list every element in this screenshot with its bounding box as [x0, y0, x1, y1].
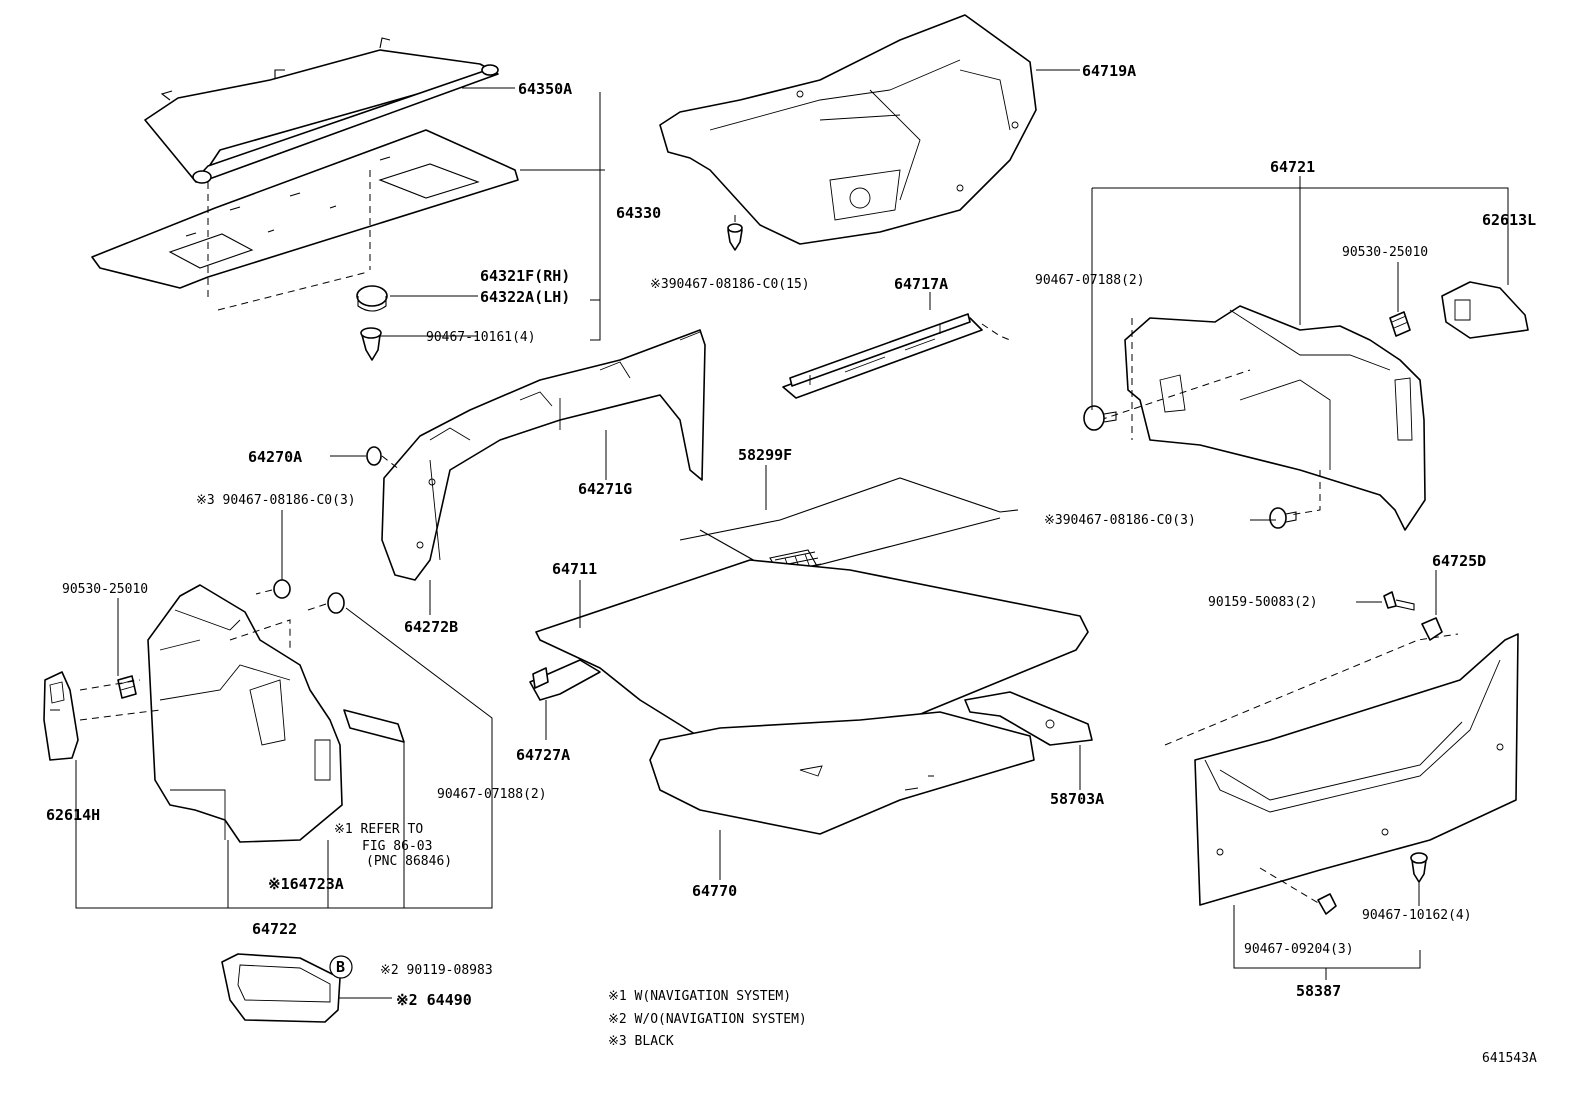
roller-cover-64350A	[144, 37, 499, 184]
badge-b	[329, 955, 353, 979]
label-58299F: 58299F	[738, 446, 792, 464]
label-64725D: 64725D	[1432, 552, 1486, 570]
mat-64770	[649, 711, 1035, 880]
package-tray-64330	[91, 129, 519, 289]
label-64711: 64711	[552, 560, 597, 578]
rear-panel-58387	[1164, 633, 1519, 911]
label-90467-08186-15: ※390467-08186-C0(15)	[650, 277, 810, 292]
label-90467-07188-r: 90467-07188(2)	[1035, 273, 1145, 288]
hook-62613L	[1441, 281, 1529, 339]
note-2: ※2 W/O(NAVIGATION SYSTEM)	[608, 1012, 807, 1027]
clip-90467-10161	[360, 327, 382, 361]
label-90467-08186-3a: ※3 90467-08186-C0(3)	[196, 493, 356, 508]
label-90159-50083: 90159-50083(2)	[1208, 595, 1318, 610]
tray-leaders	[207, 87, 605, 341]
label-90467-10162: 90467-10162(4)	[1362, 908, 1472, 923]
side-trim-64721	[1099, 305, 1426, 531]
bracket-64727A	[529, 659, 601, 740]
side-trim-64722	[147, 584, 343, 843]
label-64272B: 64272B	[404, 618, 458, 636]
clip-90467-09204	[1317, 893, 1337, 915]
label-62613L: 62613L	[1482, 211, 1536, 229]
label-62614H: 62614H	[46, 806, 100, 824]
label-64770: 64770	[692, 882, 737, 900]
bracket-64717A	[782, 292, 1011, 399]
label-90467-08186-3b: ※390467-08186-C0(3)	[1044, 513, 1196, 528]
label-64350A: 64350A	[518, 80, 572, 98]
leaders-58387	[1233, 905, 1421, 980]
label-refer-line3: (PNC 86846)	[366, 854, 452, 869]
trunk-lid-trim-64719A	[659, 14, 1037, 245]
clip-64270A	[330, 446, 401, 471]
label-64271G: 64271G	[578, 480, 632, 498]
label-64330: 64330	[616, 204, 661, 222]
hook-62614H	[43, 671, 79, 761]
grommet-64321F	[356, 285, 388, 312]
label-refer-line1: ※1 REFER TO	[334, 822, 423, 837]
label-64722: 64722	[252, 920, 297, 938]
label-refer-line2: FIG 86-03	[362, 839, 432, 854]
tray-64490	[221, 953, 392, 1023]
note-3: ※3 BLACK	[608, 1034, 674, 1049]
clip-90467-10162	[1410, 852, 1428, 906]
clip-90467-08186-3b	[1269, 507, 1297, 529]
label-badge-b: B	[336, 958, 345, 976]
label-64321F: 64321F(RH)	[480, 267, 570, 285]
note-1: ※1 W(NAVIGATION SYSTEM)	[608, 989, 791, 1004]
label-64270A: 64270A	[248, 448, 302, 466]
label-64723A: ※164723A	[268, 875, 344, 893]
label-64717A: 64717A	[894, 275, 948, 293]
clip-90467-08186-15	[727, 215, 743, 251]
label-64721: 64721	[1270, 158, 1315, 176]
label-64322A: 64322A(LH)	[480, 288, 570, 306]
label-90467-10161: 90467-10161(4)	[426, 330, 536, 345]
label-90530-25010-l: 90530-25010	[62, 582, 148, 597]
label-64727A: 64727A	[516, 746, 570, 764]
side-trim-64271G	[381, 329, 706, 615]
label-90119-08983: ※2 90119-08983	[380, 963, 493, 978]
label-58703A: 58703A	[1050, 790, 1104, 808]
label-64719A: 64719A	[1082, 62, 1136, 80]
label-90467-07188-l: 90467-07188(2)	[437, 787, 547, 802]
label-64490: ※2 64490	[396, 991, 472, 1009]
label-90467-09204: 90467-09204(3)	[1244, 942, 1354, 957]
clip-90530-25010-l	[117, 675, 137, 699]
label-90530-25010-r: 90530-25010	[1342, 245, 1428, 260]
clip-64725D	[1421, 570, 1443, 641]
label-58387: 58387	[1296, 982, 1341, 1000]
clip-90467-07188-r	[1083, 405, 1117, 431]
leaders-64721	[1091, 176, 1509, 521]
leaders-64722	[75, 510, 493, 909]
clips-left-pair	[79, 579, 345, 721]
bolt-90159	[1356, 591, 1415, 611]
navi-cover-64723A	[343, 709, 405, 743]
clip-90530-25010-r	[1389, 311, 1411, 337]
mat-58703A	[964, 691, 1093, 790]
figure-id: 641543A	[1482, 1051, 1537, 1066]
